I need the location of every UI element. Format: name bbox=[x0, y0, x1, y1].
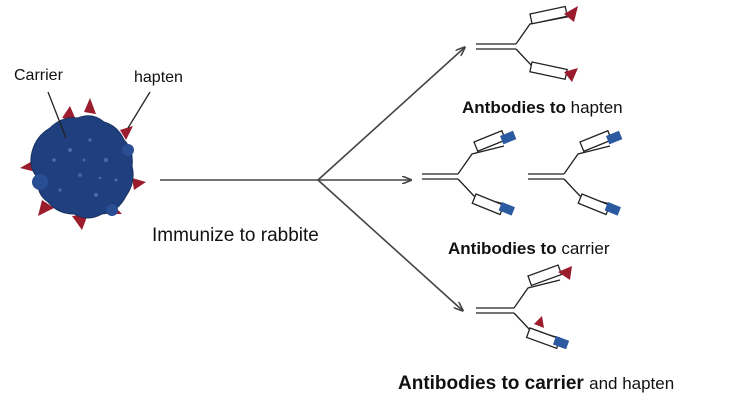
arrow-to-carrier-and-hapten-antibodies bbox=[318, 180, 462, 310]
hapten-bound bbox=[534, 316, 544, 328]
antibodies-to-carrier-and-hapten-label: Antibodies to carrier and hapten bbox=[398, 374, 674, 393]
antibodies-to-carrier-label: Antibodies to carrier bbox=[448, 240, 610, 257]
carrier-blob bbox=[31, 116, 133, 218]
antibodies-to-carrier-tail: carrier bbox=[561, 239, 609, 258]
antibodies-to-carrier-bold: Antibodies to bbox=[448, 239, 557, 258]
antibody-anti-carrier-1 bbox=[422, 131, 516, 216]
immunization-arrows bbox=[160, 48, 464, 310]
antibody-anti-hapten bbox=[476, 6, 578, 82]
carrier-label: Carrier bbox=[14, 68, 63, 84]
antibodies-to-carrier-and-hapten-tail: and hapten bbox=[589, 374, 674, 393]
antibodies-to-hapten-tail: hapten bbox=[571, 98, 623, 117]
hapten-label: hapten bbox=[134, 70, 183, 86]
antibodies-to-hapten-bold: Antbodies to bbox=[462, 98, 566, 117]
immunize-label: Immunize to rabbite bbox=[152, 226, 319, 245]
antibody-anti-carrier-and-hapten bbox=[476, 265, 572, 349]
hapten-bound bbox=[558, 266, 572, 280]
antibodies-to-hapten-label: Antbodies to hapten bbox=[462, 99, 623, 116]
antibody-anti-carrier-2 bbox=[528, 131, 622, 216]
antibodies-to-carrier-and-hapten-bold: Antibodies to carrier bbox=[398, 373, 584, 394]
carrier-protein bbox=[20, 98, 146, 230]
arrow-to-hapten-antibodies bbox=[318, 48, 464, 180]
hapten-pointer bbox=[128, 92, 150, 128]
